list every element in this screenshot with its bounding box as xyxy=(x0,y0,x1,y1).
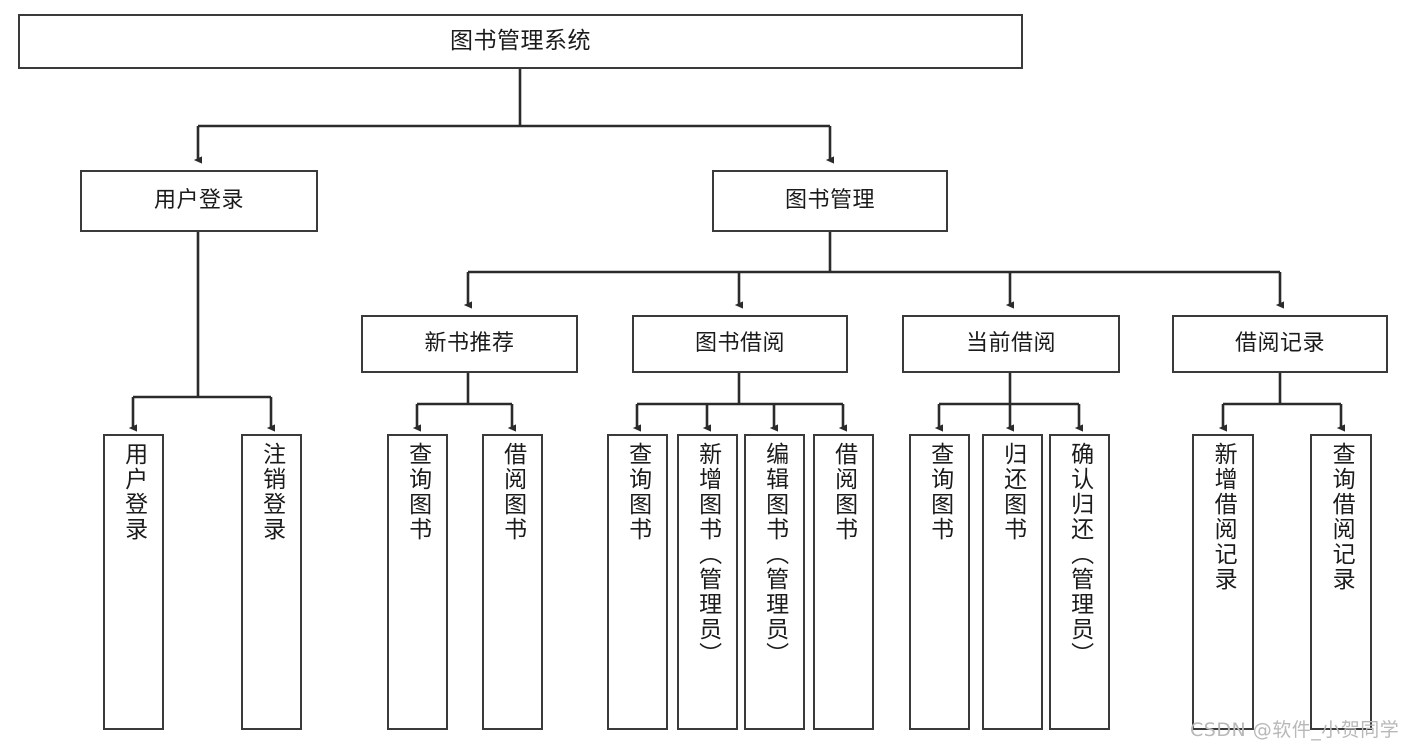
node-label: 图书管理系统 xyxy=(450,27,591,54)
node-label: 图书借阅 xyxy=(694,330,785,356)
node-label: 归还图书 xyxy=(999,442,1026,542)
node-leaf-borrow-book[interactable]: 借阅图书 xyxy=(813,434,874,730)
node-leaf-user-login[interactable]: 用户登录 xyxy=(103,434,164,730)
node-label: 查询图书 xyxy=(404,442,431,542)
node-leaf-borrow-book-recommend[interactable]: 借阅图书 xyxy=(482,434,543,730)
node-borrow-record[interactable]: 借阅记录 xyxy=(1172,315,1388,373)
node-user-login[interactable]: 用户登录 xyxy=(80,170,318,232)
node-leaf-confirm-return[interactable]: 确认归还（管理员） xyxy=(1049,434,1110,730)
node-label: 确认归还（管理员） xyxy=(1066,442,1093,667)
node-label: 借阅图书 xyxy=(499,442,526,542)
node-label: 当前借阅 xyxy=(965,330,1056,356)
node-current-borrow[interactable]: 当前借阅 xyxy=(902,315,1120,373)
node-label: 查询借阅记录 xyxy=(1328,442,1355,592)
node-leaf-query-borrow-record[interactable]: 查询借阅记录 xyxy=(1310,434,1372,730)
node-leaf-return-book[interactable]: 归还图书 xyxy=(982,434,1043,730)
node-leaf-add-borrow-record[interactable]: 新增借阅记录 xyxy=(1192,434,1254,730)
node-leaf-add-book[interactable]: 新增图书（管理员） xyxy=(677,434,738,730)
node-label: 新书推荐 xyxy=(424,330,515,356)
node-label: 用户登录 xyxy=(120,442,147,542)
node-book-borrow[interactable]: 图书借阅 xyxy=(632,315,848,373)
node-label: 新增图书（管理员） xyxy=(694,442,721,667)
node-label: 借阅记录 xyxy=(1234,330,1325,356)
node-root-system[interactable]: 图书管理系统 xyxy=(18,14,1023,69)
node-label: 查询图书 xyxy=(624,442,651,542)
node-label: 注销登录 xyxy=(258,442,285,542)
node-label: 用户登录 xyxy=(153,187,244,213)
node-label: 借阅图书 xyxy=(830,442,857,542)
node-label: 编辑图书（管理员） xyxy=(761,442,788,667)
node-leaf-logout-login[interactable]: 注销登录 xyxy=(241,434,302,730)
node-leaf-query-book-current[interactable]: 查询图书 xyxy=(909,434,970,730)
node-leaf-edit-book[interactable]: 编辑图书（管理员） xyxy=(744,434,805,730)
node-book-management[interactable]: 图书管理 xyxy=(712,170,948,232)
node-label: 图书管理 xyxy=(784,187,875,213)
watermark-credit: CSDN @软件_小贺同学 xyxy=(1190,719,1400,741)
node-leaf-query-book-recommend[interactable]: 查询图书 xyxy=(387,434,448,730)
node-label: 新增借阅记录 xyxy=(1210,442,1237,592)
node-new-book-recommend[interactable]: 新书推荐 xyxy=(361,315,578,373)
node-leaf-query-book-borrow[interactable]: 查询图书 xyxy=(607,434,668,730)
node-label: 查询图书 xyxy=(926,442,953,542)
